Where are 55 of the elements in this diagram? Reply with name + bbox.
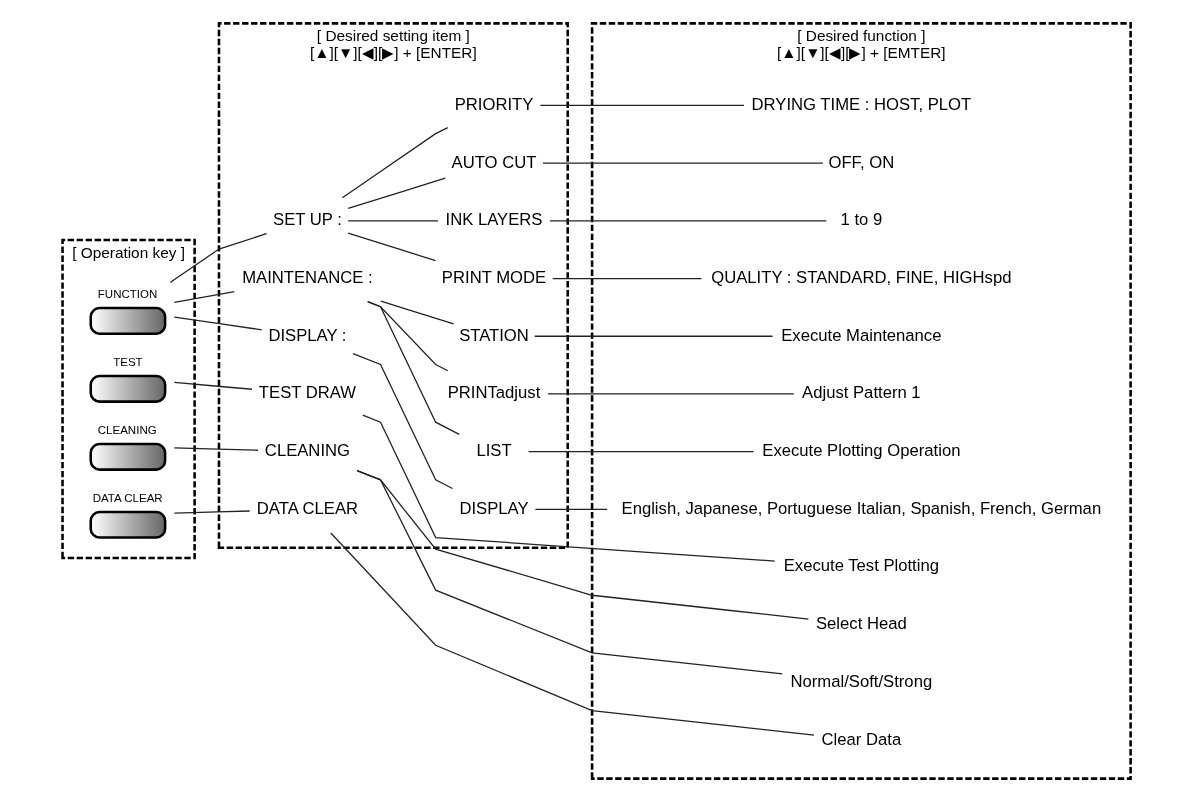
node-text: DRYING TIME : HOST, PLOT [751, 94, 972, 114]
connector [542, 162, 824, 164]
connector [341, 127, 449, 199]
node-text: SET UP : [273, 210, 342, 230]
node-text: PRIORITY [454, 94, 534, 114]
node-label: DATA CLEAR [92, 491, 163, 504]
node-text: Execute Maintenance [781, 325, 942, 345]
connector [347, 177, 446, 210]
node-text: DATA CLEAR [256, 498, 359, 518]
node-text: STATION [459, 325, 529, 345]
node-text: Execute Plotting Operation [762, 441, 961, 461]
node-label: TEST [113, 356, 143, 368]
connector [173, 510, 251, 514]
connector [347, 232, 437, 262]
node-text: Clear Data [821, 729, 902, 749]
node-text: Select Head [815, 614, 907, 634]
node-text: PRINTadjust [447, 383, 541, 403]
node-label: CLEANING [97, 423, 157, 436]
connector [367, 301, 460, 435]
connector [173, 381, 253, 390]
node-text: Normal/Soft/Strong [790, 671, 933, 691]
node-text: DISPLAY : [268, 325, 347, 345]
node-text: DISPLAY [459, 498, 529, 518]
connector [352, 353, 454, 490]
node-text: AUTO CUT [451, 152, 537, 172]
node-text: English, Japanese, Portuguese Italian, Spanish, French, German [621, 498, 1102, 518]
node-text: 1 to 9 [840, 210, 883, 230]
connector [347, 220, 439, 222]
node-text: MAINTENANCE : [242, 267, 373, 287]
node-text: LIST [476, 441, 512, 461]
node-text: PRINT MODE [441, 267, 547, 287]
connector [549, 220, 828, 222]
node-text: TEST DRAW [258, 383, 357, 403]
connector [356, 470, 783, 675]
connector [362, 414, 776, 562]
connector [534, 508, 608, 510]
connector [380, 300, 455, 325]
connector [552, 277, 703, 280]
connector [330, 532, 815, 736]
connector [367, 301, 449, 372]
connector [539, 104, 745, 107]
connector [169, 233, 268, 283]
node-text: OFF, ON [828, 152, 895, 172]
connector [173, 290, 235, 304]
node-text: INK LAYERS [445, 210, 543, 230]
connector [547, 393, 795, 395]
connector [534, 335, 774, 337]
connector [173, 447, 259, 451]
connector [528, 451, 755, 453]
node-label: FUNCTION [97, 288, 158, 301]
node-text: CLEANING [264, 441, 351, 461]
connector [173, 316, 263, 331]
node-text: QUALITY : STANDARD, FINE, HIGHspd [711, 267, 1012, 287]
node-text: Adjust Pattern 1 [802, 383, 921, 403]
node-text: Execute Test Plotting [783, 556, 939, 576]
